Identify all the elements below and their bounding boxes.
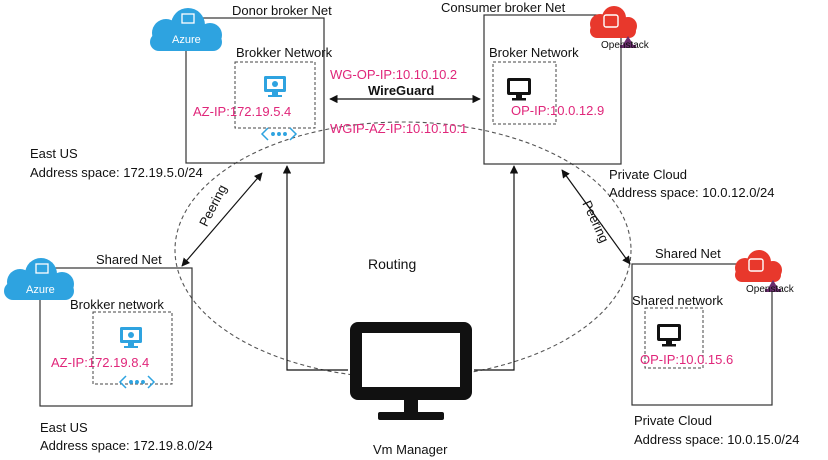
routing-label: Routing [368,256,417,272]
openstack-cloud-label-top: Openstack [601,40,649,51]
openstack-cloud-icon-bottom [735,250,782,292]
consumer-inner-dashed-box [492,61,557,125]
donor-address-space: Address space: 172.19.5.0/24 [30,165,203,180]
shared-left-region: East US [40,420,88,435]
vm-manager-label: Vm Manager [373,442,448,457]
vm-manager-monitor-icon [350,322,472,420]
shared-right-inner-dashed-box [644,307,704,369]
donor-broker-net-box [185,17,325,164]
shared-left-inner-dashed-box [92,311,173,385]
donor-region: East US [30,146,78,161]
donor-inner-dashed-box [234,61,316,129]
azure-cloud-label-bottom: Azure [26,284,55,296]
shared-left-address-space: Address space: 172.19.8.0/24 [40,438,213,453]
donor-broker-net-title: Donor broker Net [232,3,332,18]
consumer-broker-net-box [483,14,622,165]
shared-right-ip: OP-IP:10.0.15.6 [640,352,734,367]
azure-cloud-label-top: Azure [172,34,201,46]
consumer-address-space: Address space: 10.0.12.0/24 [609,185,775,200]
consumer-vm-icon [507,78,531,101]
shared-right-region: Private Cloud [634,413,713,428]
shared-right-inner-title: Shared network [632,293,724,308]
shared-net-right-box [631,263,773,406]
shared-right-title: Shared Net [655,246,721,261]
shared-right-address-space: Address space: 10.0.15.0/24 [634,432,800,447]
consumer-inner-title: Broker Network [489,45,579,60]
wireguard-label: WireGuard [368,83,435,98]
wgip-az-ip-label: WGIP-AZ-IP:10.10.10.1 [330,121,468,136]
shared-left-inner-title: Brokker network [70,297,164,312]
consumer-broker-net-title: Consumer broker Net [441,0,566,15]
shared-left-vnet-icon [118,375,156,389]
wg-op-ip-label: WG-OP-IP:10.10.10.2 [330,67,458,82]
azure-cloud-icon-top [150,8,222,51]
shared-net-left-box [39,267,193,407]
route-vm-to-donor [282,165,348,371]
route-vm-to-consumer [474,165,519,371]
peering-left-arrow [181,172,263,267]
shared-left-vm-icon [120,327,142,348]
openstack-cloud-icon-top [590,6,637,48]
donor-vnet-icon [260,127,298,141]
azure-cloud-icon-bottom [4,258,74,300]
donor-ip: AZ-IP:172.19.5.4 [193,104,292,119]
peering-right-arrow [561,169,631,265]
consumer-region: Private Cloud [609,167,688,182]
shared-left-ip: AZ-IP:172.19.8.4 [51,355,150,370]
donor-inner-title: Brokker Network [236,45,333,60]
openstack-cloud-label-bottom: Openstack [746,284,794,295]
shared-left-title: Shared Net [96,252,162,267]
routing-ellipse [174,121,632,379]
donor-vm-icon [264,76,286,97]
shared-right-vm-icon [657,324,681,347]
consumer-ip: OP-IP:10.0.12.9 [511,103,605,118]
